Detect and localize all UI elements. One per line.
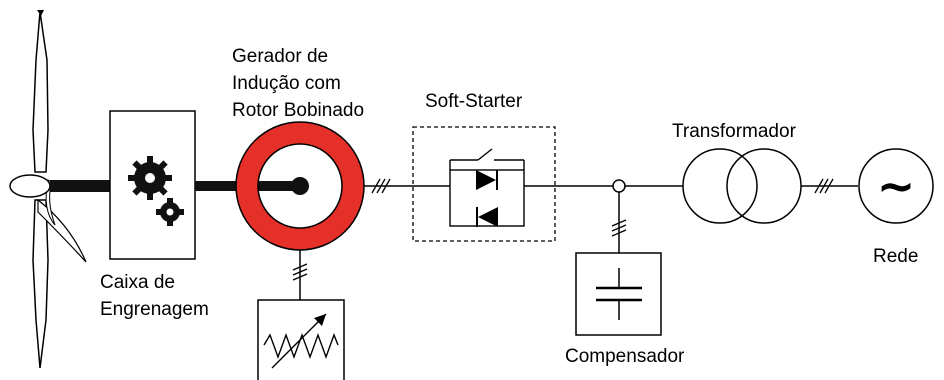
grid-symbol: ~ (877, 159, 916, 213)
gears-icon (128, 156, 184, 226)
compensator-label: Compensador (565, 346, 685, 367)
wind-turbine-icon (9, 10, 87, 369)
gearbox (109, 110, 196, 260)
generator-label-line2: Indução com (232, 73, 341, 94)
generator-label-line3: Rotor Bobinado (232, 100, 364, 121)
generator-label-line1: Gerador de (232, 46, 328, 67)
variable-resistor-icon (257, 299, 345, 380)
transformer-label: Transformador (672, 121, 797, 142)
softstarter-label: Soft-Starter (425, 91, 523, 112)
grid-label: Rede (873, 246, 918, 267)
junction-node (612, 179, 626, 193)
three-phase-mark (371, 178, 391, 194)
gearbox-label-line2: Engrenagem (100, 299, 209, 320)
diode-icon (476, 170, 498, 227)
low-speed-shaft (50, 180, 112, 192)
ac-source-icon (858, 148, 934, 224)
transformer (682, 148, 802, 224)
gearbox-label-line1: Caixa de (100, 272, 175, 293)
induction-generator (235, 121, 365, 251)
soft-starter (412, 126, 556, 242)
capacitor-icon (575, 252, 662, 336)
